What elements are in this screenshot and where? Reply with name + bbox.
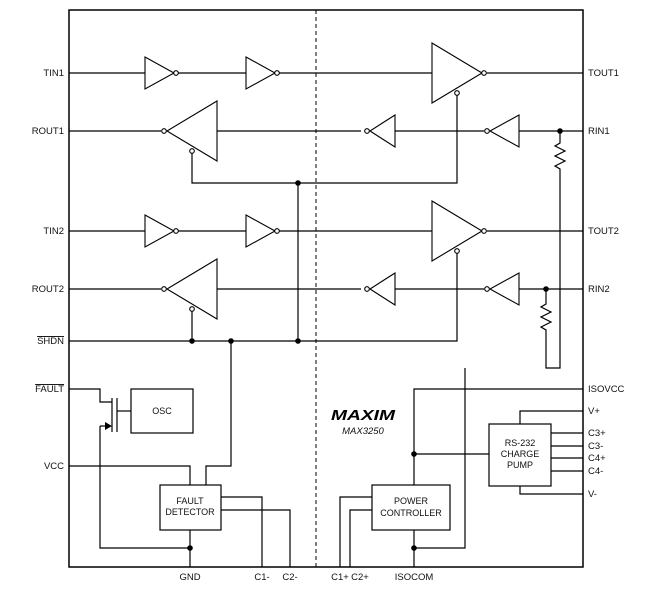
pin-c2p: C2+ xyxy=(351,572,369,583)
rx2-isolator-buffer xyxy=(368,271,396,307)
tx1-path xyxy=(69,42,583,104)
pin-c1m: C1- xyxy=(254,572,269,583)
tx2-inverter-1 xyxy=(144,214,176,248)
osc-label: OSC xyxy=(152,406,172,416)
rx1-path xyxy=(69,95,583,184)
pin-tin1: TIN1 xyxy=(43,68,64,79)
fault-detector-block xyxy=(159,484,222,531)
pin-vcc: VCC xyxy=(44,461,64,472)
pin-tout2: TOUT2 xyxy=(588,226,619,237)
pin-isocom: ISOCOM xyxy=(395,572,434,583)
pin-c1p: C1+ xyxy=(331,572,349,583)
fault-detector-label-2: DETECTOR xyxy=(165,507,215,517)
pin-tout1: TOUT1 xyxy=(588,68,619,79)
pin-vplus: V+ xyxy=(588,406,600,417)
shdn-bus xyxy=(69,180,301,485)
pin-shdn: SHDN xyxy=(37,336,64,347)
pin-fault: FAULT xyxy=(35,384,64,395)
fault-detector-section: FAULT DETECTOR xyxy=(69,465,291,567)
charge-pump-label-3: PUMP xyxy=(507,460,533,470)
power-controller-block xyxy=(371,484,451,531)
pin-gnd: GND xyxy=(179,572,200,583)
power-controller-section: POWER CONTROLLER xyxy=(339,368,583,567)
power-controller-label-2: CONTROLLER xyxy=(380,508,442,518)
tx2-path xyxy=(69,200,583,262)
osc-block xyxy=(130,388,194,434)
rx2-input-buffer xyxy=(488,272,520,306)
pin-vminus: V- xyxy=(588,489,597,500)
tx2-driver xyxy=(431,200,484,262)
fault-detector-label-1: FAULT xyxy=(176,496,204,506)
charge-pump-section: RS-232 CHARGE PUMP xyxy=(488,410,583,495)
tx1-inverter-1 xyxy=(144,56,176,90)
tx1-inverter-2 xyxy=(245,56,277,90)
fault-oscillator-section: OSC xyxy=(69,388,194,549)
rx1-input-buffer xyxy=(488,114,520,148)
charge-pump-block xyxy=(488,423,552,487)
tx2-inverter-2 xyxy=(245,214,277,248)
rx1-receiver xyxy=(165,100,218,162)
charge-pump-label-2: CHARGE xyxy=(501,449,540,459)
pin-rout1: ROUT1 xyxy=(32,126,64,137)
pin-c4m: C4- xyxy=(588,466,603,477)
rx2-receiver xyxy=(165,258,218,320)
tx1-driver xyxy=(431,42,484,104)
charge-pump-label-1: RS-232 xyxy=(505,438,536,448)
pin-c3m: C3- xyxy=(588,441,603,452)
pin-c3p: C3+ xyxy=(588,428,606,439)
pin-rin2: RIN2 xyxy=(588,284,610,295)
rx1-isolator-buffer xyxy=(368,113,396,149)
maxim-logo: MAXIM xyxy=(331,407,396,424)
pin-c2m: C2- xyxy=(282,572,297,583)
pin-rin1: RIN1 xyxy=(588,126,610,137)
rx2-path xyxy=(69,175,583,369)
pin-rout2: ROUT2 xyxy=(32,284,64,295)
part-number: MAX3250 xyxy=(342,426,384,437)
pin-tin2: TIN2 xyxy=(43,226,64,237)
pin-isovcc: ISOVCC xyxy=(588,384,625,395)
power-controller-label-1: POWER xyxy=(394,496,429,506)
pin-c4p: C4+ xyxy=(588,453,606,464)
